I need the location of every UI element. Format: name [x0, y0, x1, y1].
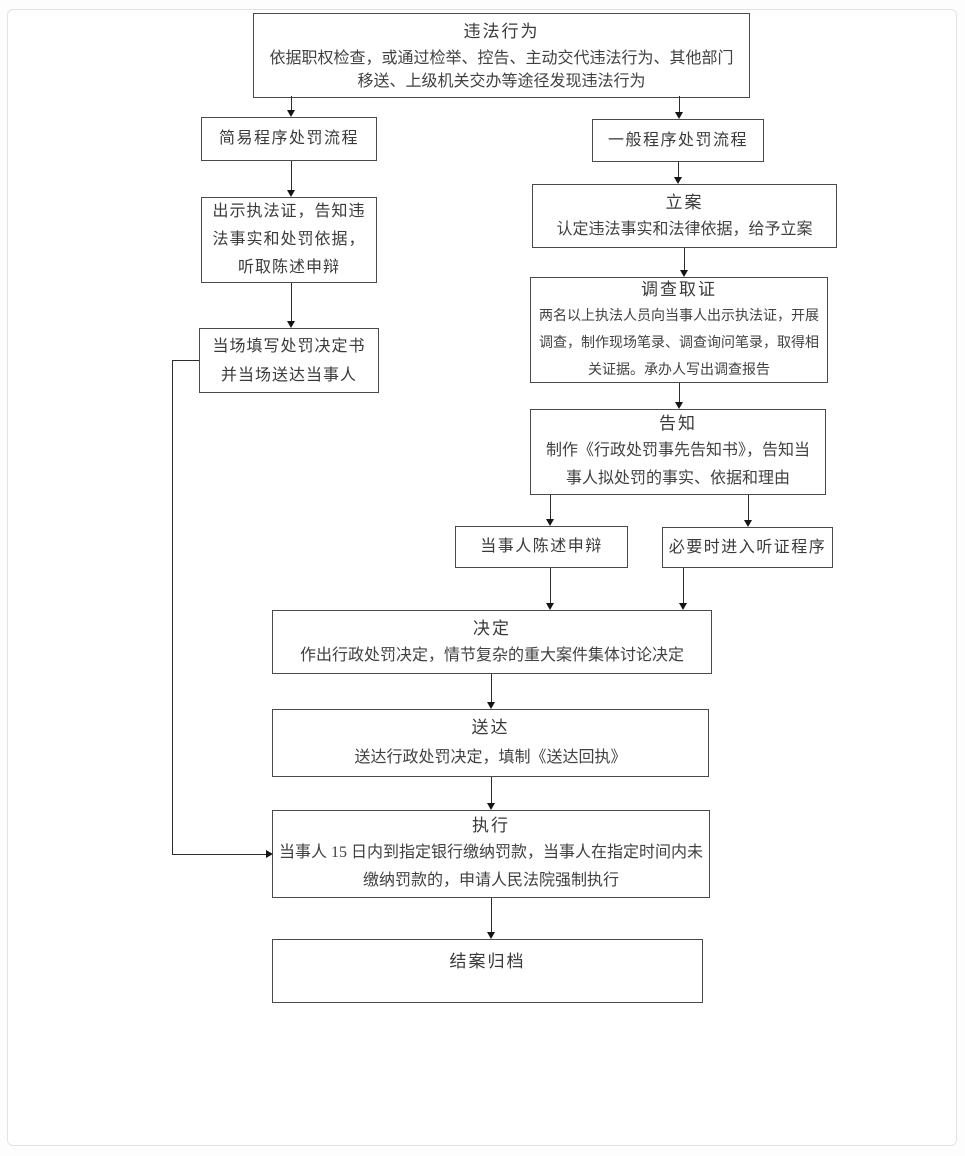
- node-title: 违法行为: [463, 21, 540, 41]
- connector-line: [684, 248, 685, 270]
- node-notification: 告知 制作《行政处罚事先告知书》，告知当事人拟处罚的事实、依据和理由: [530, 409, 826, 495]
- node-title: 一般程序处罚流程: [607, 131, 748, 149]
- connector-line: [550, 568, 551, 603]
- connector-line: [678, 162, 679, 177]
- node-general-procedure: 一般程序处罚流程: [592, 119, 764, 162]
- connector-line: [491, 674, 492, 702]
- connector-line: [172, 360, 199, 361]
- node-body: 依据职权检查，或通过检举、控告、主动交代违法行为、其他部门移送、上级机关交办等途…: [269, 49, 734, 90]
- node-title: 告知: [659, 414, 697, 433]
- arrow-down-icon: [744, 520, 752, 527]
- node-body: 当事人 15 日内到指定银行缴纳罚款，当事人在指定时间内未缴纳罚款的，申请人民法…: [278, 844, 703, 889]
- node-body: 送达行政处罚决定，填制《送达回执》: [354, 748, 627, 766]
- connector-line: [172, 360, 173, 854]
- connector-line: [291, 96, 292, 110]
- node-case-filing: 立案 认定违法事实和法律依据，给予立案: [532, 184, 837, 248]
- arrow-right-icon: [266, 850, 273, 858]
- arrow-down-icon: [679, 603, 687, 610]
- arrow-down-icon: [487, 932, 495, 939]
- node-investigation: 调查取证 两名以上执法人员向当事人出示执法证，开展调查，制作现场笔录、调查询问笔…: [530, 277, 828, 383]
- connector-line: [679, 96, 680, 112]
- node-title: 出示执法证，告知违法事实和处罚依据，听取陈述申辩: [212, 203, 366, 276]
- node-title: 送达: [471, 717, 510, 737]
- node-title: 当事人陈述申辩: [480, 538, 603, 555]
- connector-line: [550, 495, 551, 519]
- node-title: 决定: [473, 618, 511, 638]
- connector-line: [491, 777, 492, 803]
- node-title: 当场填写处罚决定书并当场送达当事人: [212, 337, 366, 384]
- connector-line: [491, 898, 492, 932]
- arrow-down-icon: [674, 177, 682, 184]
- connector-line: [748, 495, 749, 520]
- node-body: 两名以上执法人员向当事人出示执法证，开展调查，制作现场笔录、调查询问笔录，取得相…: [539, 308, 819, 378]
- node-title: 简易程序处罚流程: [218, 130, 359, 147]
- node-simple-procedure: 简易程序处罚流程: [201, 117, 377, 161]
- arrow-down-icon: [680, 270, 688, 277]
- node-decision: 决定 作出行政处罚决定，情节复杂的重大案件集体讨论决定: [272, 610, 712, 674]
- connector-line: [291, 283, 292, 321]
- node-body: 作出行政处罚决定，情节复杂的重大案件集体讨论决定: [299, 646, 684, 664]
- arrow-down-icon: [675, 112, 683, 119]
- connector-line: [291, 161, 292, 190]
- node-illegal-act: 违法行为 依据职权检查，或通过检举、控告、主动交代违法行为、其他部门移送、上级机…: [253, 13, 750, 98]
- node-statement-defense: 当事人陈述申辩: [455, 526, 628, 568]
- node-title: 执行: [472, 816, 510, 835]
- node-show-credentials: 出示执法证，告知违法事实和处罚依据，听取陈述申辩: [201, 197, 377, 283]
- arrow-down-icon: [675, 402, 683, 409]
- arrow-down-icon: [287, 110, 295, 117]
- node-service: 送达 送达行政处罚决定，填制《送达回执》: [272, 709, 709, 777]
- connector-line: [679, 383, 680, 402]
- node-title: 调查取证: [641, 279, 717, 299]
- arrow-down-icon: [287, 190, 295, 197]
- arrow-down-icon: [546, 603, 554, 610]
- node-hearing: 必要时进入听证程序: [662, 527, 833, 568]
- connector-line: [172, 854, 266, 855]
- connector-line: [683, 568, 684, 603]
- arrow-down-icon: [487, 803, 495, 810]
- node-title: 立案: [665, 192, 704, 212]
- arrow-down-icon: [287, 321, 295, 328]
- arrow-down-icon: [487, 702, 495, 709]
- node-execution: 执行 当事人 15 日内到指定银行缴纳罚款，当事人在指定时间内未缴纳罚款的，申请…: [272, 810, 710, 898]
- node-body: 认定违法事实和法律依据，给予立案: [556, 220, 813, 238]
- node-onsite-decision: 当场填写处罚决定书并当场送达当事人: [199, 328, 379, 393]
- node-title: 结案归档: [449, 952, 526, 971]
- node-title: 必要时进入听证程序: [668, 538, 827, 556]
- node-closing-archive: 结案归档: [272, 939, 703, 1003]
- arrow-down-icon: [546, 519, 554, 526]
- node-body: 制作《行政处罚事先告知书》，告知当事人拟处罚的事实、依据和理由: [545, 442, 810, 487]
